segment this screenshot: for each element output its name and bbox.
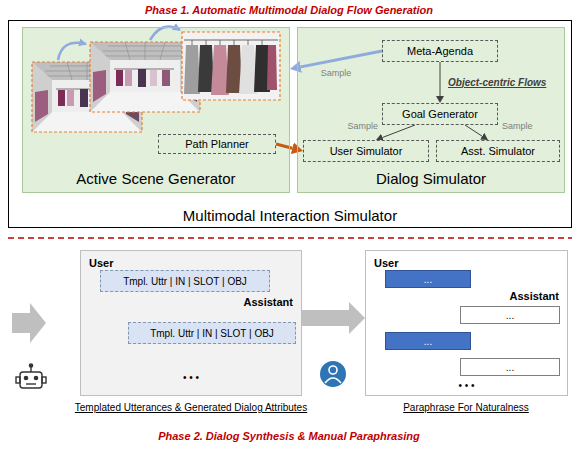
flow-arrow	[383, 125, 415, 137]
panel-fill	[297, 27, 565, 193]
node-label: User	[374, 256, 398, 270]
node-label: Multimodal Interaction Simulator	[183, 206, 397, 225]
flow-arrow	[301, 51, 382, 67]
node-label: ...	[424, 273, 432, 286]
robot-icon	[24, 376, 27, 379]
edge-label: Sample	[501, 121, 534, 132]
node-label: • • •	[183, 371, 199, 384]
store-scene	[32, 42, 200, 132]
user-bubble: ...	[385, 270, 471, 288]
scene-transition-arrow	[150, 27, 180, 40]
edge-label: Object-centric Flows	[447, 76, 547, 89]
phase-divider	[8, 237, 572, 239]
template-box: Tmpl. Uttr | IN | SLOT | OBJ	[100, 270, 270, 292]
node-label: Meta-Agenda	[407, 44, 473, 58]
module-box: Path Planner	[158, 134, 276, 154]
node-label: Assistant	[243, 295, 293, 309]
input-block-arrow	[12, 303, 46, 343]
clothes-photo	[184, 45, 200, 94]
scene-generator-panel: Active Scene Generator Path Planner	[22, 27, 290, 193]
robot-icon	[34, 376, 37, 379]
node-label: • • •	[458, 379, 474, 392]
assistant-bubble: ...	[460, 306, 560, 324]
clothes-photo	[184, 40, 278, 41]
clothes-photo	[267, 45, 277, 90]
phase-title: Phase 1. Automatic Multimodal Dialog Flo…	[145, 3, 433, 17]
template-box: Tmpl. Uttr | IN | SLOT | OBJ	[128, 322, 296, 344]
robot-icon	[42, 377, 46, 383]
person-icon	[325, 378, 341, 383]
flow-arrow	[440, 62, 441, 96]
edge-label: Sample	[346, 121, 379, 132]
module-box: Asst. Simulator	[436, 140, 560, 162]
node-label: Tmpl. Uttr | IN | SLOT | OBJ	[123, 275, 247, 288]
node-label: ...	[506, 361, 514, 374]
panel-caption: Paraphrase For Naturalness	[403, 401, 529, 414]
template-panel: UserAssistant • • • Tmpl. Uttr | IN | SLOT…	[80, 250, 302, 396]
panel-fill	[22, 27, 565, 193]
panel-fill	[22, 27, 290, 193]
scene-transition-arrow	[58, 27, 180, 60]
robot-icon	[29, 364, 32, 367]
node-label: Path Planner	[185, 137, 249, 151]
phase-title: Phase 2. Dialog Synthesis & Manual Parap…	[158, 429, 420, 443]
node-label: Tmpl. Uttr | IN | SLOT | OBJ	[150, 327, 274, 340]
person-icon	[320, 361, 346, 387]
module-box: Goal Generator	[382, 103, 498, 125]
node-label: ...	[506, 309, 514, 322]
scene-transition-arrow	[58, 43, 86, 60]
flow-arrow	[465, 125, 482, 136]
clothes-photo	[182, 32, 280, 100]
edge-label: Sample	[320, 68, 353, 79]
node-label: Asst. Simulator	[461, 144, 535, 158]
clothes-photo	[198, 45, 214, 92]
node-label: ...	[424, 335, 432, 348]
assistant-bubble: ...	[460, 358, 560, 376]
person-icon	[329, 366, 337, 374]
node-label: Assistant	[509, 289, 559, 303]
node-label: User	[89, 256, 113, 270]
node-label: Goal Generator	[402, 107, 478, 121]
paraphrase-panel: UserAssistant • • •............	[365, 250, 568, 396]
dialog-simulator-panel: Dialog Simulator Meta-AgendaGoal Generato…	[297, 27, 565, 193]
node-label: Dialog Simulator	[376, 169, 486, 188]
clothes-photo	[182, 32, 280, 100]
robot-icon	[26, 383, 36, 384]
simulator-frame: Multimodal Interaction Simulator Active S…	[8, 20, 572, 228]
module-box: User Simulator	[303, 140, 429, 162]
clothes-photo	[182, 32, 280, 100]
robot-icon	[20, 372, 42, 388]
person-icon	[320, 361, 346, 387]
node-label: Active Scene Generator	[76, 169, 235, 188]
robot-icon	[16, 364, 46, 388]
robot-icon	[16, 377, 20, 383]
module-box: Meta-Agenda	[382, 40, 498, 62]
clothes-photo	[192, 40, 262, 45]
panel-caption: Templated Utterances & Generated Dialog …	[75, 401, 307, 414]
flow-arrow	[302, 310, 349, 326]
user-bubble: ...	[385, 332, 471, 350]
node-label: User Simulator	[330, 144, 403, 158]
